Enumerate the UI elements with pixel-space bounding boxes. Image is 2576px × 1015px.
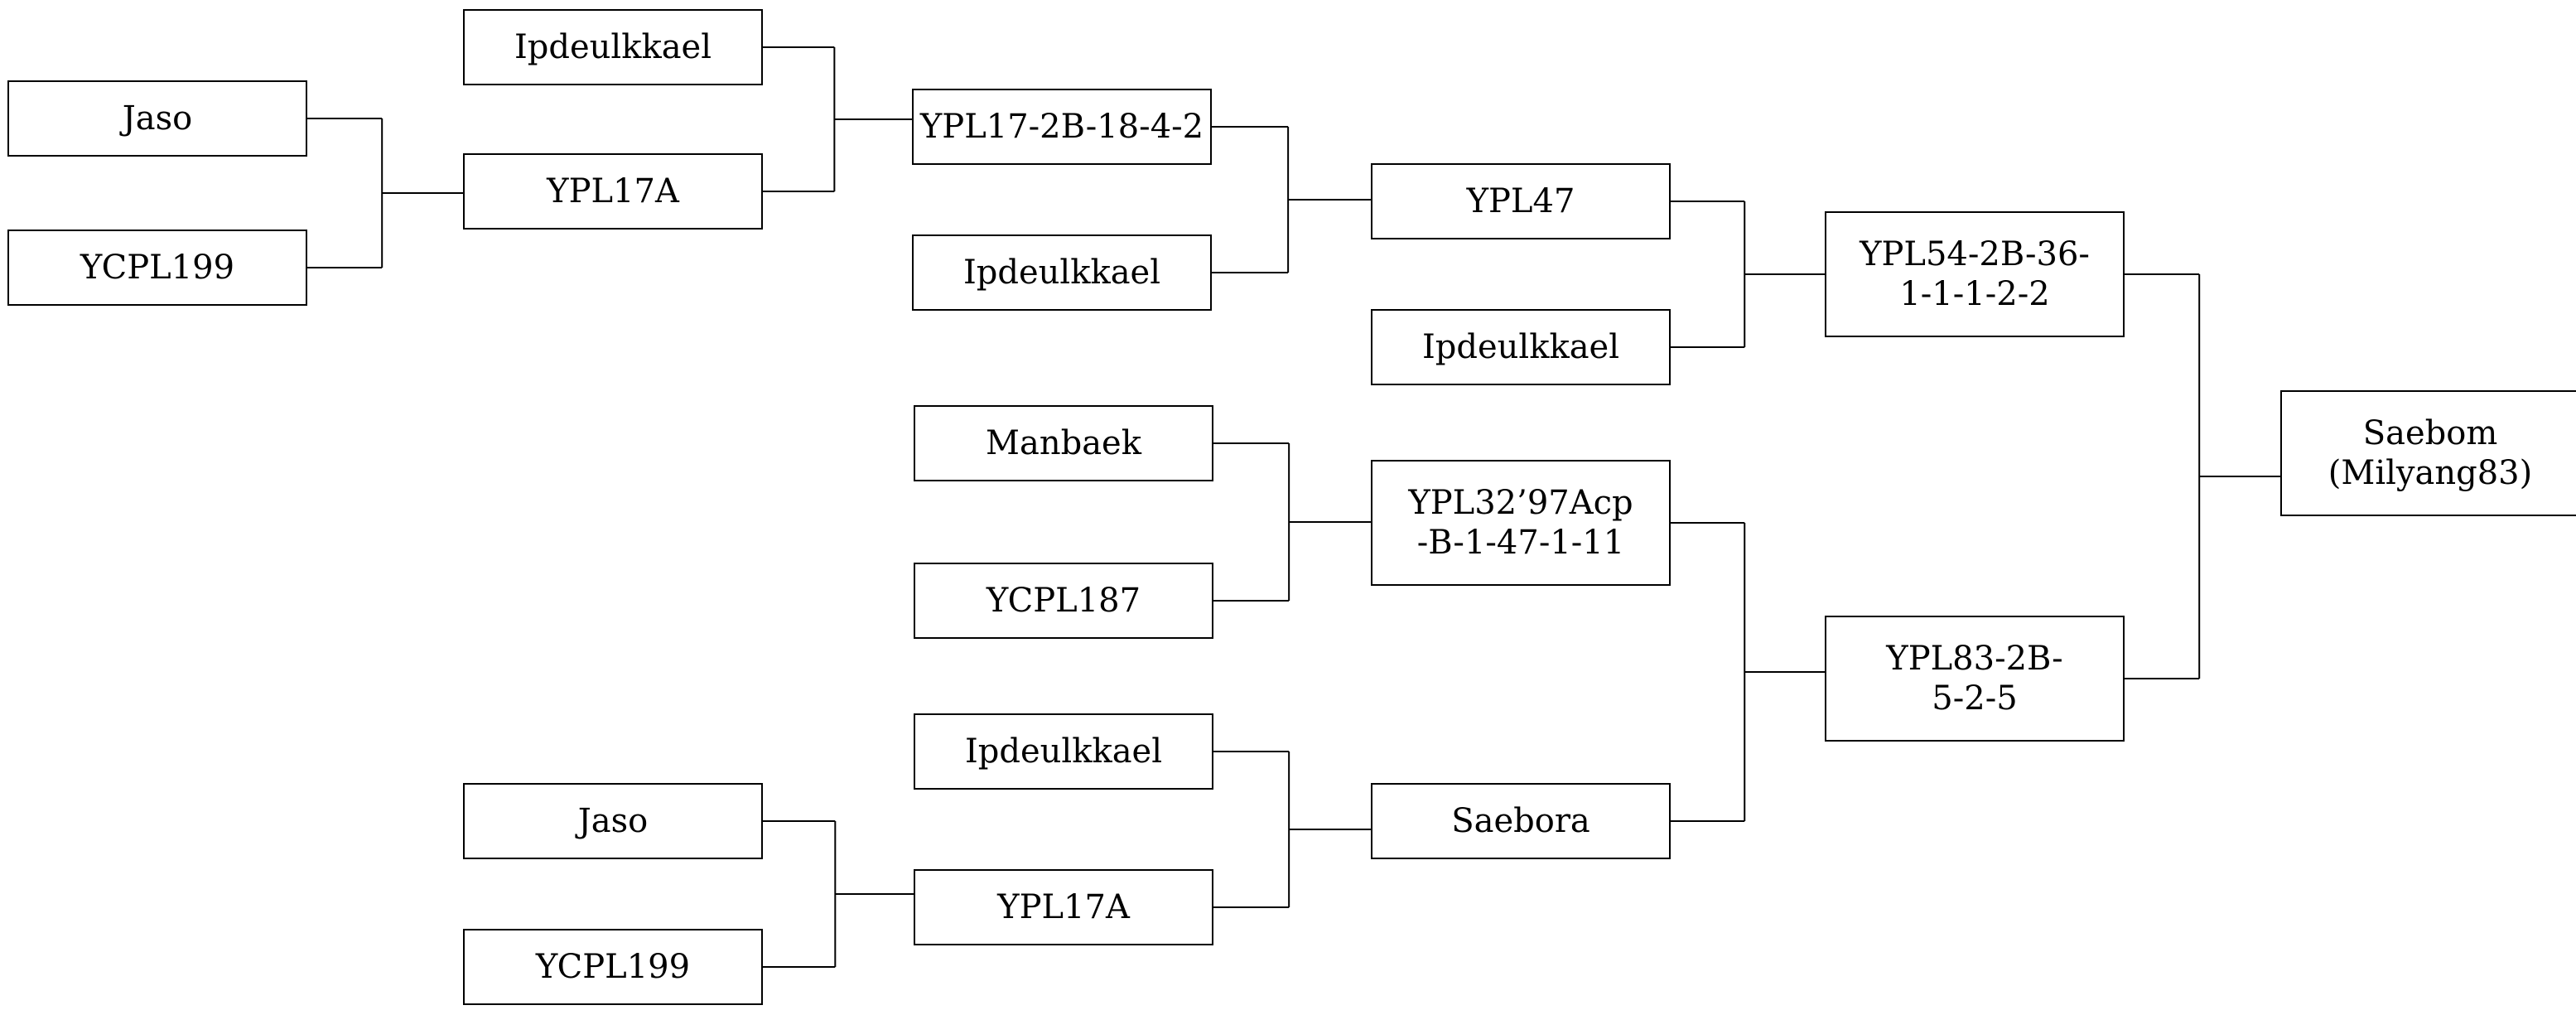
node-box — [914, 563, 1213, 639]
pedigree-node-n5: YPL17-2B-18-4-2 — [912, 89, 1212, 165]
node-box — [463, 929, 763, 1005]
node-box — [914, 405, 1213, 481]
node-label: YPL54-2B-36- — [1859, 235, 2090, 273]
link-n7-n8-to-n9 — [1670, 201, 1826, 348]
pedigree-node-n12: YPL32’97Acp-B-1-47-1-11 — [1371, 460, 1671, 586]
node-box — [7, 80, 307, 157]
link-n1-n2-to-n4 — [306, 118, 464, 268]
pedigree-node-n19: Saebom(Milyang83) — [2280, 390, 2576, 516]
pedigree-node-n4: YPL17A — [463, 153, 763, 230]
node-label: YPL47 — [1466, 182, 1575, 220]
pedigree-node-n1: Jaso — [7, 80, 307, 157]
node-label: -B-1-47-1-11 — [1417, 524, 1624, 562]
link-n12-n17-to-n18 — [1670, 522, 1826, 822]
link-n10-n11-to-n12 — [1213, 442, 1372, 602]
pedigree-node-n9: YPL54-2B-36-1-1-1-2-2 — [1825, 211, 2125, 337]
node-box — [2280, 390, 2576, 516]
link-n9-n18-to-n19 — [2124, 273, 2281, 679]
pedigree-node-n7: YPL47 — [1371, 163, 1671, 239]
node-label: (Milyang83) — [2328, 454, 2532, 492]
node-label: 5-2-5 — [1932, 679, 2017, 718]
link-n13-n16-to-n17 — [1213, 751, 1372, 908]
node-label: Manbaek — [986, 424, 1142, 462]
pedigree-node-n15: YCPL199 — [463, 929, 763, 1005]
link-n14-n15-to-n16 — [762, 820, 914, 968]
node-box — [7, 230, 307, 306]
node-label: YPL32’97Acp — [1407, 484, 1633, 522]
node-box — [1825, 616, 2125, 742]
node-label: YCPL199 — [80, 249, 234, 287]
node-label: Ipdeulkkael — [1422, 328, 1619, 366]
pedigree-node-n10: Manbaek — [914, 405, 1213, 481]
pedigree-node-n18: YPL83-2B-5-2-5 — [1825, 616, 2125, 742]
node-box — [1371, 460, 1671, 586]
node-label: YCPL199 — [535, 948, 690, 986]
node-box — [1371, 309, 1671, 385]
pedigree-node-n16: YPL17A — [914, 869, 1213, 945]
node-label: 1-1-1-2-2 — [1899, 275, 2049, 313]
node-box — [463, 9, 763, 85]
pedigree-node-n6: Ipdeulkkael — [912, 234, 1212, 311]
node-label: Ipdeulkkael — [514, 28, 712, 66]
link-n5-n6-to-n7 — [1211, 126, 1372, 273]
node-label: YPL17A — [546, 172, 680, 210]
node-box — [912, 234, 1212, 311]
node-box — [914, 869, 1213, 945]
node-label: YPL17A — [996, 888, 1131, 926]
node-box — [912, 89, 1212, 165]
pedigree-node-n3: Ipdeulkkael — [463, 9, 763, 85]
node-label: Saebom — [2363, 414, 2498, 452]
pedigree-node-n13: Ipdeulkkael — [914, 713, 1213, 790]
node-box — [1825, 211, 2125, 337]
pedigree-node-n14: Jaso — [463, 783, 763, 859]
link-n3-n4-to-n5 — [762, 46, 913, 192]
pedigree-node-n11: YCPL187 — [914, 563, 1213, 639]
node-label: Ipdeulkkael — [965, 732, 1162, 771]
node-box — [914, 713, 1213, 790]
node-label: YPL83-2B- — [1885, 640, 2062, 678]
node-label: Saebora — [1451, 802, 1590, 840]
node-box — [1371, 783, 1671, 859]
node-label: Ipdeulkkael — [963, 254, 1160, 292]
node-label: YCPL187 — [986, 582, 1141, 620]
pedigree-node-n17: Saebora — [1371, 783, 1671, 859]
pedigree-node-n2: YCPL199 — [7, 230, 307, 306]
node-label: Jaso — [575, 802, 649, 840]
node-box — [463, 153, 763, 230]
node-box — [1371, 163, 1671, 239]
node-box — [463, 783, 763, 859]
pedigree-node-n8: Ipdeulkkael — [1371, 309, 1671, 385]
node-label: YPL17-2B-18-4-2 — [919, 108, 1204, 146]
node-label: Jaso — [119, 99, 193, 138]
